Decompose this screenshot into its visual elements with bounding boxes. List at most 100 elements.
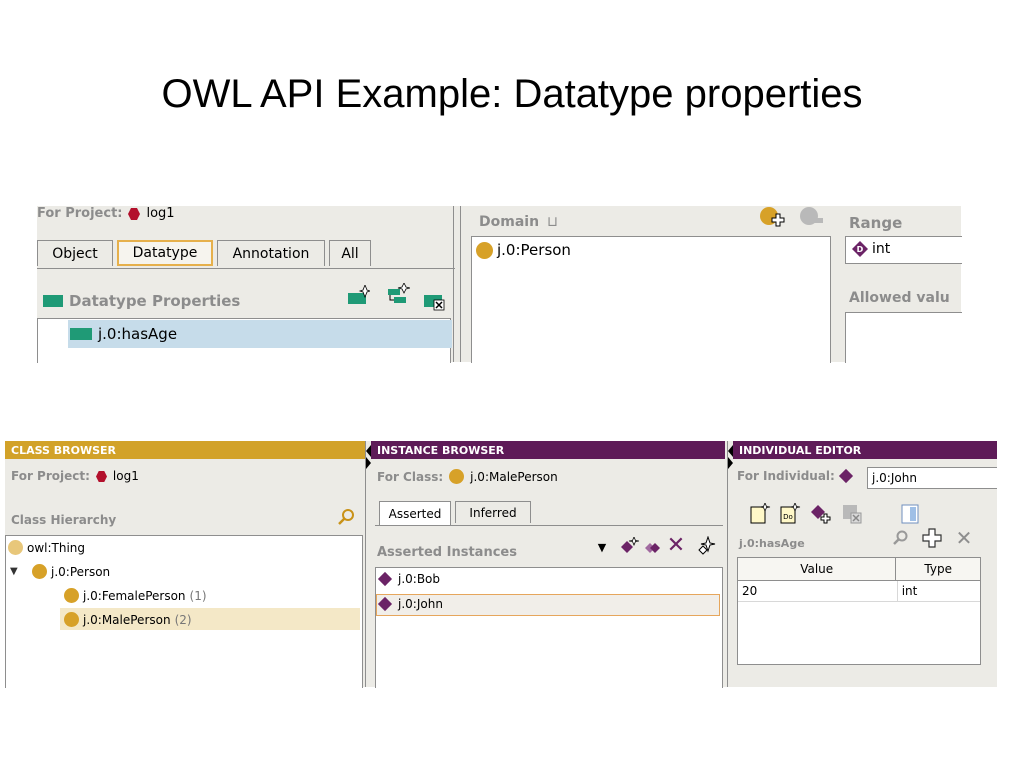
search-value-button[interactable] xyxy=(891,529,909,547)
delete-property-button[interactable] xyxy=(421,290,447,312)
tab-annotation[interactable]: Annotation xyxy=(217,240,325,266)
property-tabs: Object Datatype Annotation All xyxy=(37,240,455,269)
delete-icon: ✕ xyxy=(666,533,686,558)
for-project-row: For Project: log1 xyxy=(37,206,175,221)
copy-instance-button[interactable] xyxy=(643,539,663,557)
tab-inferred[interactable]: Inferred xyxy=(455,501,531,523)
hexagon-icon xyxy=(95,470,107,482)
chevron-down-icon: ▼ xyxy=(597,540,607,554)
instance-item-john[interactable]: j.0:John xyxy=(377,596,443,612)
asserted-instances-label: Asserted Instances xyxy=(377,545,517,560)
table-row[interactable]: 20 int xyxy=(738,581,980,602)
hexagon-icon xyxy=(128,207,141,220)
datatype-icon: D xyxy=(852,241,868,257)
window-icon xyxy=(901,504,919,524)
tab-datatype[interactable]: Datatype xyxy=(117,240,213,266)
tree-item-female-person[interactable]: j.0:FemalePerson (1) xyxy=(64,588,207,603)
splitter[interactable] xyxy=(453,206,461,362)
search-icon xyxy=(338,509,354,525)
slide-title: OWL API Example: Datatype properties xyxy=(161,72,863,116)
remove-domain-button[interactable] xyxy=(799,206,825,230)
add-individual-icon xyxy=(811,505,831,524)
new-resource-button[interactable] xyxy=(749,503,771,525)
search-icon xyxy=(893,530,908,545)
for-individual-row: For Individual: xyxy=(737,468,853,484)
tab-object[interactable]: Object xyxy=(37,240,113,266)
new-document-button[interactable]: Do xyxy=(779,503,801,525)
individual-name-field[interactable]: j.0:John xyxy=(867,467,997,489)
range-label: Range xyxy=(849,214,903,232)
domain-item-label: j.0:Person xyxy=(497,241,571,259)
search-class-button[interactable] xyxy=(335,507,357,527)
for-project-label: For Project: xyxy=(37,206,123,221)
allowed-values-list[interactable] xyxy=(845,312,962,363)
instance-tabs: Asserted Inferred xyxy=(375,501,723,526)
new-document-icon xyxy=(750,503,771,524)
tree-item-male-person[interactable]: j.0:MalePerson (2) xyxy=(64,612,192,627)
cell-type[interactable]: int xyxy=(901,584,918,598)
remove-individual-icon xyxy=(843,505,862,524)
add-instance-icon xyxy=(621,537,639,553)
column-header-value[interactable]: Value xyxy=(738,558,897,580)
splitter[interactable] xyxy=(727,441,734,687)
delete-instance-button[interactable]: ✕ xyxy=(665,535,687,557)
add-icon xyxy=(922,528,942,548)
property-list-item[interactable]: j.0:hasAge xyxy=(68,320,452,348)
tab-all[interactable]: All xyxy=(329,240,371,266)
create-instance-button[interactable] xyxy=(619,537,639,557)
domain-item[interactable]: j.0:Person xyxy=(476,241,571,259)
cell-value[interactable]: 20 xyxy=(738,581,898,601)
create-property-button[interactable] xyxy=(345,284,371,306)
selected-instance-highlight xyxy=(376,594,720,616)
allowed-values-label: Allowed valu xyxy=(849,290,950,306)
tab-asserted[interactable]: Asserted xyxy=(379,501,451,525)
datatype-properties-title: Datatype Properties xyxy=(69,292,241,310)
instance-annotation-button[interactable] xyxy=(695,535,717,557)
delete-icon: ✕ xyxy=(955,526,973,550)
selected-row-highlight xyxy=(60,608,360,630)
add-value-button[interactable] xyxy=(921,527,943,549)
remove-individual-button[interactable] xyxy=(841,503,863,525)
view-button[interactable] xyxy=(899,503,921,525)
project-name: log1 xyxy=(146,206,175,221)
for-individual-label: For Individual: xyxy=(737,469,835,483)
instance-browser-class-row: For Class: j.0:MalePerson xyxy=(377,469,558,484)
datatype-properties-header: Datatype Properties xyxy=(43,292,240,310)
top-screenshot: For Project: log1 Object Datatype Annota… xyxy=(37,206,962,363)
instance-item-bob[interactable]: j.0:Bob xyxy=(377,571,440,587)
tree-item-owl-thing[interactable]: owl:Thing xyxy=(8,540,85,555)
datatype-property-icon xyxy=(70,328,92,340)
expand-triangle-icon[interactable]: ▼ xyxy=(10,566,18,577)
class-icon xyxy=(476,241,493,259)
add-domain-button[interactable] xyxy=(759,206,785,230)
class-icon xyxy=(8,540,23,555)
column-header-type[interactable]: Type xyxy=(924,562,952,576)
add-subproperty-icon xyxy=(388,283,410,303)
range-field[interactable]: D int xyxy=(845,236,962,264)
class-browser-project-label: For Project: xyxy=(11,469,90,483)
values-table-header: Value Type xyxy=(738,558,980,581)
splitter[interactable] xyxy=(365,441,372,687)
instance-browser-header: INSTANCE BROWSER xyxy=(371,441,725,459)
svg-text:Do: Do xyxy=(783,513,793,521)
instance-menu-dropdown[interactable]: ▼ xyxy=(595,539,609,555)
add-class-icon xyxy=(760,207,785,227)
copy-instance-icon xyxy=(645,543,660,553)
delete-value-button[interactable]: ✕ xyxy=(953,527,975,549)
tree-item-person[interactable]: ▼ j.0:Person xyxy=(10,564,110,579)
add-individual-button[interactable] xyxy=(809,503,833,527)
domain-list: j.0:Person xyxy=(471,236,831,363)
for-class-name: j.0:MalePerson xyxy=(470,469,558,484)
document-add-icon: Do xyxy=(780,503,801,524)
instance-list: j.0:Bob j.0:John xyxy=(375,567,723,688)
property-name: j.0:hasAge xyxy=(98,325,178,343)
create-subproperty-button[interactable] xyxy=(385,282,411,306)
class-icon xyxy=(449,469,465,484)
instance-count: (2) xyxy=(174,612,192,627)
range-item: D int xyxy=(852,241,890,257)
range-item-label: int xyxy=(872,241,891,257)
class-browser-header: CLASS BROWSER xyxy=(5,441,365,459)
class-icon xyxy=(64,612,79,627)
instance-count: (1) xyxy=(189,588,207,603)
instance-label: j.0:John xyxy=(398,597,443,611)
